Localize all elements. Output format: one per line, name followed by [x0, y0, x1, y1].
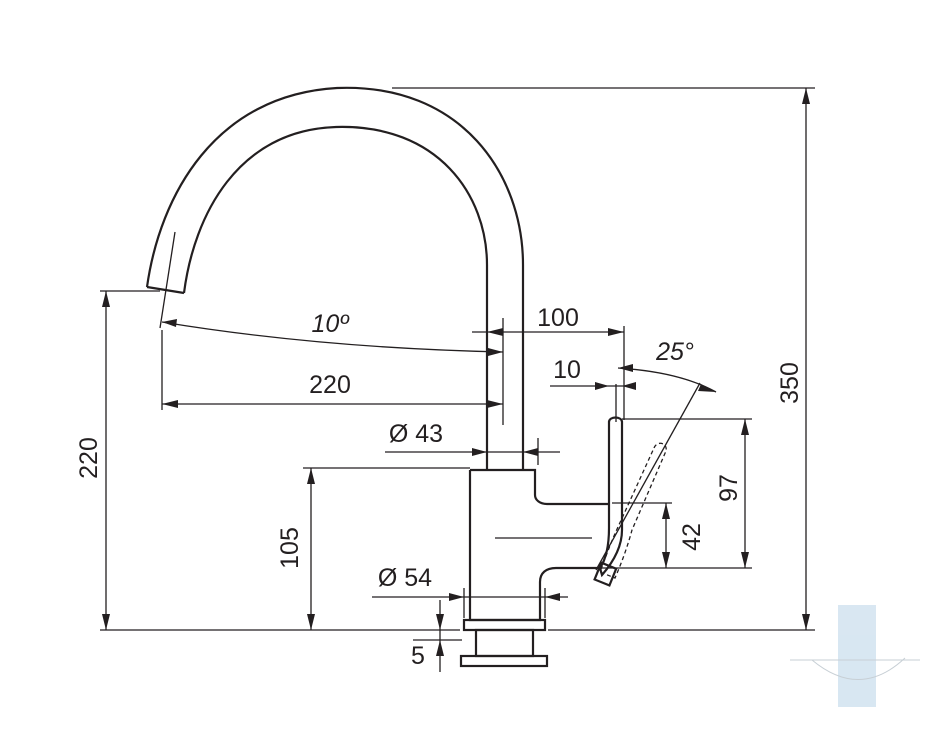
- label-100: 100: [537, 304, 579, 332]
- arrow-350-bottom: [802, 614, 810, 630]
- arrow-220h-bottom: [102, 614, 110, 630]
- label-42: 42: [678, 523, 706, 551]
- arrow-d54-left: [449, 593, 464, 601]
- label-d43: Ø 43: [389, 420, 443, 448]
- label-105: 105: [276, 527, 304, 569]
- handle-tilt-axis: [595, 382, 701, 571]
- arrow-97-bottom: [741, 552, 749, 568]
- dimension-lines: [100, 87, 815, 672]
- label-220-height: 220: [75, 437, 103, 479]
- arrow-220r-right: [487, 400, 503, 408]
- arrow-220h-top: [102, 291, 110, 307]
- arrow-d43-left: [472, 448, 487, 456]
- arrow-d54-right: [545, 593, 560, 601]
- arrow-220r-left: [162, 400, 178, 408]
- faucet-base: [462, 618, 547, 632]
- arrow-10-b: [622, 382, 636, 390]
- watermark-curve: [811, 657, 906, 680]
- watermark-bar: [838, 605, 876, 707]
- label-10deg: 10º: [312, 310, 351, 338]
- arrow-100-right: [608, 328, 624, 336]
- label-10: 10: [553, 356, 581, 384]
- label-d54: Ø 54: [378, 564, 432, 592]
- arrow-10deg-right: [488, 348, 503, 356]
- faucet-mount-plate: [459, 654, 549, 668]
- arrow-10deg-left: [162, 319, 177, 327]
- faucet-mount: [474, 628, 535, 658]
- arrow-d43-right: [523, 448, 538, 456]
- label-25deg: 25°: [655, 338, 694, 366]
- arrow-5-bottom: [436, 640, 444, 656]
- label-5: 5: [411, 642, 425, 670]
- spout-tip-axis: [159, 231, 176, 329]
- dimension-labels: 350 220 10º 220 100 25° 10 Ø 43 97 42 10…: [75, 304, 804, 670]
- label-97: 97: [715, 474, 743, 502]
- arrow-5-top: [436, 614, 444, 630]
- arrow-97-top: [741, 419, 749, 435]
- watermark-logo: [790, 605, 920, 707]
- arrow-105-bottom: [307, 614, 315, 630]
- label-220-reach: 220: [309, 371, 351, 399]
- spout-inner-arc: [182, 125, 489, 470]
- spout-outer-arc: [145, 86, 525, 470]
- handle-tip: [593, 561, 618, 587]
- dim-10deg-arc: [161, 321, 504, 353]
- handle-upright: [598, 416, 624, 578]
- faucet-outline: [145, 86, 701, 668]
- arrow-350-top: [802, 88, 810, 104]
- arrow-10-a: [595, 382, 609, 390]
- arrow-42-bottom: [662, 552, 670, 568]
- label-350: 350: [776, 362, 804, 404]
- arrow-25deg-left: [618, 364, 633, 372]
- arrow-25deg-right: [698, 384, 716, 392]
- arrow-100-left: [487, 328, 503, 336]
- faucet-body: [468, 468, 610, 622]
- arrow-42-top: [662, 503, 670, 519]
- arrow-105-top: [307, 468, 315, 484]
